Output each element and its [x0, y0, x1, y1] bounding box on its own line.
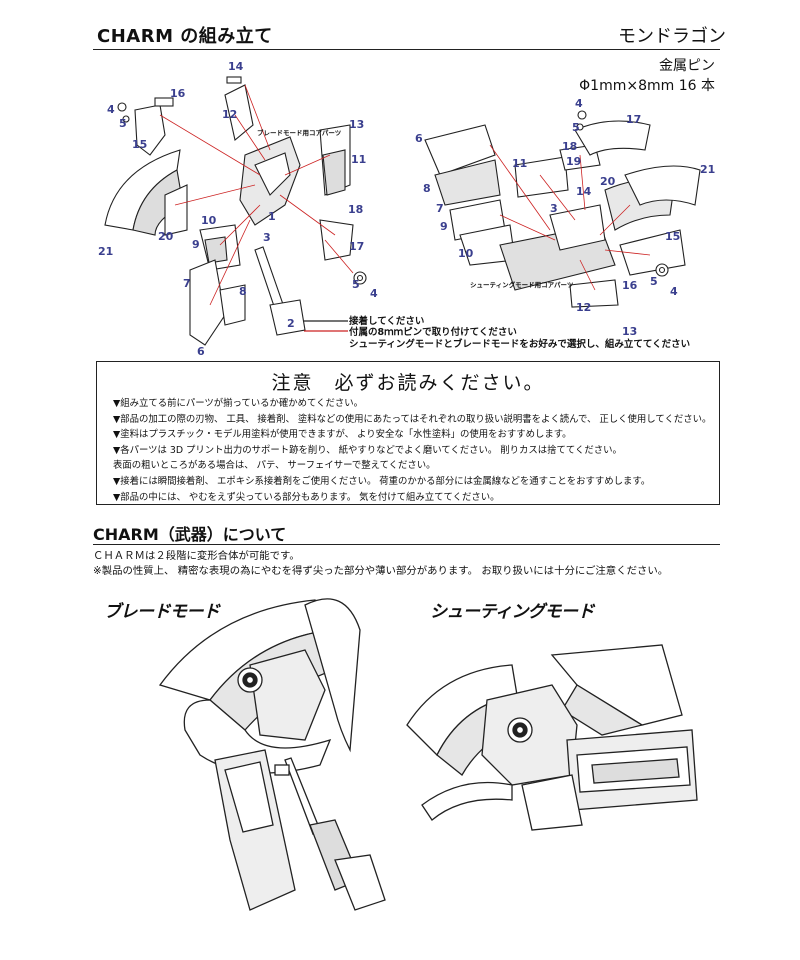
svg-text:4: 4 — [370, 287, 378, 300]
blade-mode-illustration — [155, 590, 415, 930]
svg-text:16: 16 — [170, 87, 186, 100]
pin-note-line1: 金属ピン — [659, 58, 715, 74]
svg-text:19: 19 — [566, 155, 581, 168]
svg-text:8: 8 — [239, 285, 247, 298]
svg-text:4: 4 — [670, 285, 678, 298]
svg-text:11: 11 — [351, 153, 366, 166]
svg-text:20: 20 — [600, 175, 616, 188]
svg-text:18: 18 — [348, 203, 363, 216]
shooting-exploded-diagram: 6 4 5 17 18 11 19 8 14 7 20 21 9 3 10 15 16 5 4 12… — [400, 95, 715, 345]
svg-text:13: 13 — [349, 118, 364, 131]
svg-text:5: 5 — [119, 117, 127, 130]
notice-item: ▼部品の中には、 やむをえず尖っている部分もあります。 気を付けて組み立ててくだ… — [113, 491, 500, 503]
svg-text:7: 7 — [183, 277, 191, 290]
svg-text:5: 5 — [650, 275, 658, 288]
svg-text:14: 14 — [228, 60, 244, 73]
svg-text:7: 7 — [436, 202, 444, 215]
shooting-core-caption: シューティングモード用コアパーツ — [470, 280, 574, 289]
blade-mode-label: ブレードモード — [104, 602, 220, 622]
about-rule — [93, 544, 720, 545]
pin-note: 金属ピン Φ1mm×8mm 16 本 — [579, 56, 715, 96]
legend-pin: 付属の8ｍｍピンで取り付けてください — [349, 327, 517, 338]
notice-item: ▼各パーツは 3D プリント出力のサポート跡を削り、 紙やすりなどでよく磨いてく… — [113, 444, 622, 456]
svg-text:15: 15 — [132, 138, 147, 151]
svg-text:3: 3 — [263, 231, 271, 244]
svg-text:21: 21 — [700, 163, 715, 176]
svg-text:2: 2 — [287, 317, 295, 330]
shooting-mode-illustration — [402, 625, 702, 835]
notice-box: 注意 必ずお読みください。 ▼組み立てる前にパーツが揃っているか確かめてください… — [96, 361, 720, 505]
svg-text:4: 4 — [107, 103, 115, 116]
svg-text:12: 12 — [222, 108, 237, 121]
svg-text:21: 21 — [98, 245, 113, 258]
about-title: CHARM（武器）について — [93, 525, 287, 544]
brand-name: モンドラゴン — [618, 26, 726, 47]
legend-swatches — [304, 320, 348, 332]
svg-text:10: 10 — [201, 214, 217, 227]
notice-item: ▼組み立てる前にパーツが揃っているか確かめてください。 — [113, 398, 364, 409]
legend-glue: 接着してください — [349, 316, 425, 327]
svg-text:9: 9 — [440, 220, 448, 233]
svg-text:1: 1 — [268, 210, 276, 223]
svg-text:20: 20 — [158, 230, 174, 243]
svg-text:5: 5 — [352, 278, 360, 291]
notice-title: 注意 必ずお読みください。 — [271, 372, 545, 394]
svg-text:17: 17 — [626, 113, 641, 126]
shooting-mode-label: シューティングモード — [430, 602, 594, 622]
svg-text:5: 5 — [572, 121, 580, 134]
notice-item: ▼接着には瞬間接着剤、 エポキシ系接着剤をご使用ください。 荷重のかかる部分には… — [113, 475, 651, 487]
svg-text:9: 9 — [192, 238, 200, 251]
svg-text:11: 11 — [512, 157, 527, 170]
blade-core-caption: ブレードモード用コアパーツ — [257, 128, 342, 137]
svg-text:13: 13 — [622, 325, 637, 338]
pin-note-line2: Φ1mm×8mm 16 本 — [579, 78, 715, 94]
notice-item: 表面の粗いところがある場合は、 パテ、 サーフェイサーで整えてください。 — [113, 460, 436, 472]
about-text: ＣＨＡＲＭは２段階に変形合体が可能です。 ※製品の性質上、 精密な表現の為にやむ… — [93, 549, 668, 578]
svg-text:6: 6 — [415, 132, 423, 145]
svg-text:16: 16 — [622, 279, 638, 292]
svg-text:12: 12 — [576, 301, 591, 314]
svg-text:18: 18 — [562, 140, 577, 153]
page-title: CHARM の組み立て — [97, 26, 273, 47]
about-line2: ※製品の性質上、 精密な表現の為にやむを得ず尖った部分や薄い部分があります。 お… — [93, 564, 669, 577]
svg-text:14: 14 — [576, 185, 592, 198]
legend-mode: シューティングモードとブレードモードをお好みで選択し、組み立ててください — [349, 339, 691, 350]
notice-item: ▼塗料はプラスチック・モデル用塗料が使用できますが、 より安全な「水性塗料」の使… — [113, 429, 572, 441]
header-rule — [93, 49, 720, 50]
notice-item: ▼部品の加工の際の刃物、 工具、 接着剤、 塗料などの使用にあたってはそれぞれの… — [113, 413, 712, 425]
svg-text:4: 4 — [575, 97, 583, 110]
svg-text:6: 6 — [197, 345, 205, 358]
svg-text:10: 10 — [458, 247, 474, 260]
svg-text:8: 8 — [423, 182, 431, 195]
svg-text:17: 17 — [349, 240, 364, 253]
notice-list: ▼組み立てる前にパーツが揃っているか確かめてください。 ▼部品の加工の際の刃物、… — [113, 396, 711, 505]
svg-text:15: 15 — [665, 230, 680, 243]
about-line1: ＣＨＡＲＭは２段階に変形合体が可能です。 — [93, 550, 300, 562]
svg-text:3: 3 — [550, 202, 558, 215]
